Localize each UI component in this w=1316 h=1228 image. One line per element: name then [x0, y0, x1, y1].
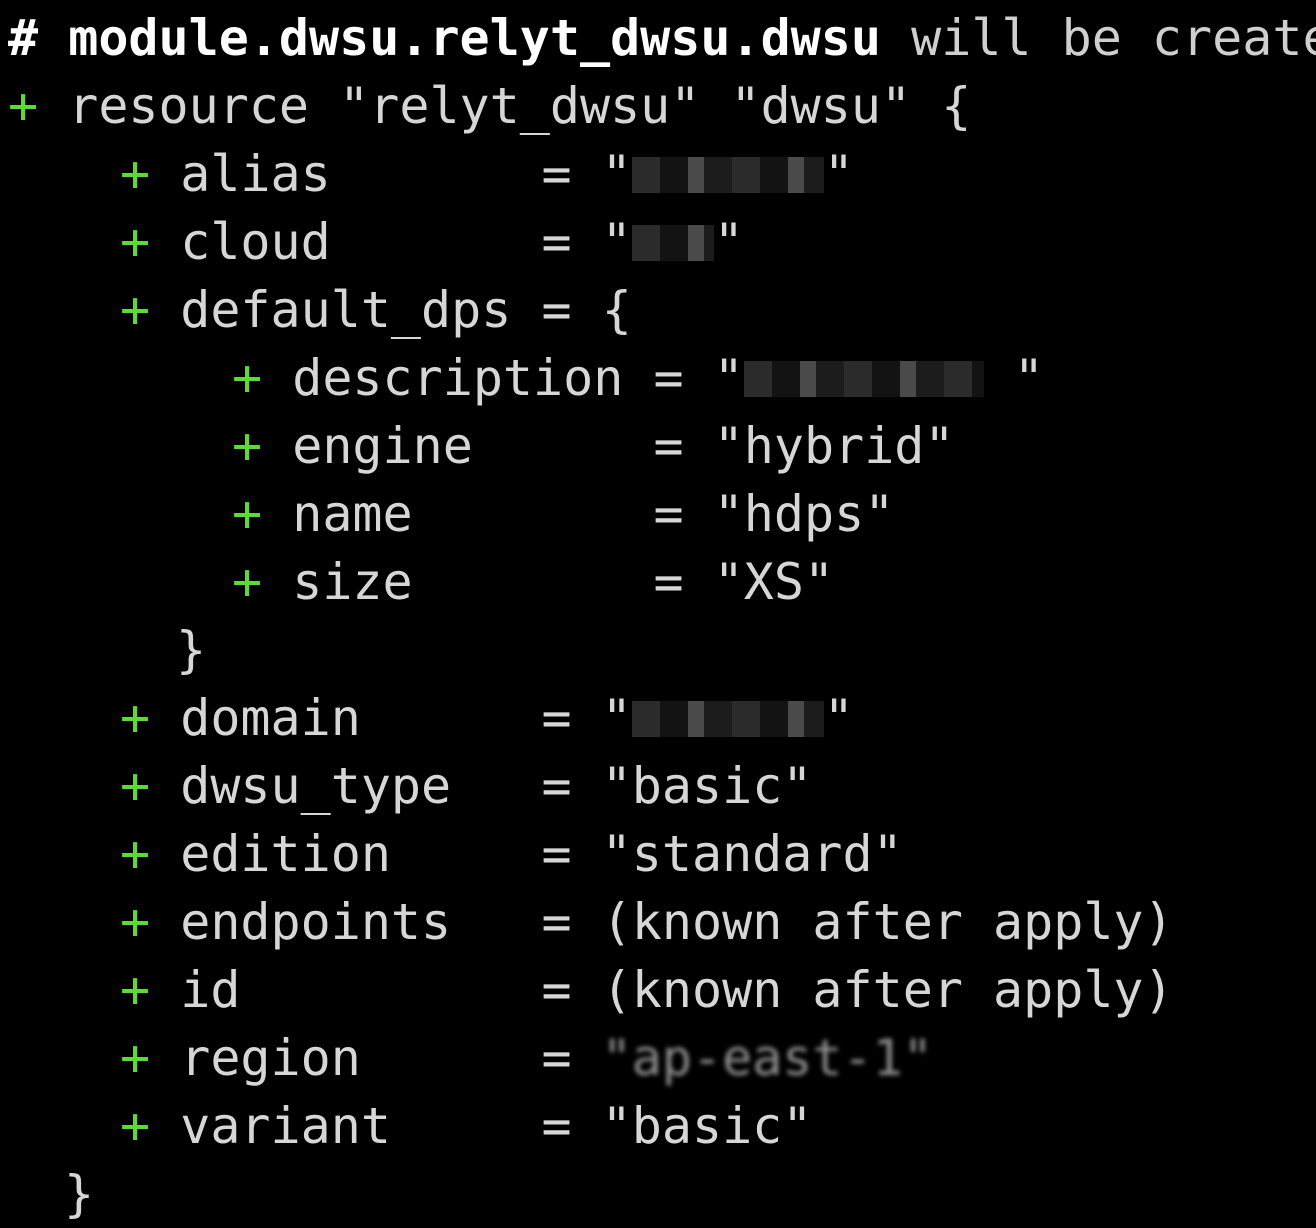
quote-close: " [823, 689, 854, 747]
attr-key: description [292, 349, 624, 407]
plus-marker: + [8, 77, 39, 135]
redacted-value [631, 700, 824, 737]
plus-marker: + [232, 553, 263, 611]
attr-key: size [292, 553, 413, 611]
attr-eq: = [653, 349, 684, 407]
attr-value: "basic" [601, 1097, 813, 1155]
redacted-value [631, 224, 714, 261]
attr-key: id [180, 961, 241, 1019]
attr-key: domain [180, 689, 361, 747]
attr-key: variant [180, 1097, 391, 1155]
block-close-resource: } [64, 1165, 95, 1223]
attr-eq: = [653, 417, 684, 475]
attr-value: (known after apply) [601, 893, 1174, 951]
attr-engine: + engine = "hybrid" [232, 412, 955, 480]
block-close-default-dps: } [176, 621, 207, 679]
plus-marker: + [120, 281, 151, 339]
attr-key: name [292, 485, 413, 543]
quote-open: " [601, 213, 632, 271]
plus-marker: + [120, 145, 151, 203]
attr-key: default_dps [180, 281, 512, 339]
quote-open: " [713, 349, 744, 407]
attr-key: endpoints [180, 893, 452, 951]
quote-open: " [601, 689, 632, 747]
attr-eq: = [541, 689, 572, 747]
attr-edition: + edition = "standard" [120, 820, 903, 888]
attr-variant: + variant = "basic" [120, 1092, 812, 1160]
plus-marker: + [120, 757, 151, 815]
plus-marker: + [120, 825, 151, 883]
attr-value: (known after apply) [601, 961, 1174, 1019]
plus-marker: + [120, 213, 151, 271]
attr-eq: = [541, 1029, 572, 1087]
attr-id: + id = (known after apply) [120, 956, 1174, 1024]
attr-eq: = [541, 145, 572, 203]
attr-eq: = [541, 281, 572, 339]
quote-close: " [823, 145, 854, 203]
resource-address: module.dwsu.relyt_dwsu.dwsu [68, 9, 881, 67]
block-open: { [601, 281, 632, 339]
attr-eq: = [541, 893, 572, 951]
attr-eq: = [541, 1097, 572, 1155]
attr-region: + region = "ap-east-1" [120, 1024, 933, 1092]
attr-key: engine [292, 417, 473, 475]
plus-marker: + [120, 1097, 151, 1155]
plus-marker: + [120, 961, 151, 1019]
plus-marker: + [120, 689, 151, 747]
attr-description: + description = " " [232, 344, 1044, 412]
attr-value: "standard" [601, 825, 903, 883]
attr-value: "XS" [713, 553, 835, 611]
plus-marker: + [232, 417, 263, 475]
attr-value: "hdps" [713, 485, 895, 543]
plus-marker: + [232, 485, 263, 543]
plan-action: will be created [911, 9, 1316, 67]
resource-line: + resource "relyt_dwsu" "dwsu" { [8, 72, 971, 140]
plus-marker: + [120, 1029, 151, 1087]
hash-mark: # [8, 9, 39, 67]
attr-eq: = [541, 213, 572, 271]
attr-dwsu-type: + dwsu_type = "basic" [120, 752, 812, 820]
attr-eq: = [653, 553, 684, 611]
quote-close: " [1013, 349, 1045, 407]
attr-cloud: + cloud = " " [120, 208, 744, 276]
attr-domain: + domain = " " [120, 684, 854, 752]
attr-eq: = [541, 825, 572, 883]
attr-eq: = [541, 961, 572, 1019]
attr-default-dps: + default_dps = { [120, 276, 632, 344]
attr-key: cloud [180, 213, 331, 271]
attr-value: "basic" [601, 757, 813, 815]
quote-close: " [713, 213, 744, 271]
plan-header-line: # module.dwsu.relyt_dwsu.dwsu will be cr… [8, 4, 1316, 72]
attr-value: "ap-east-1" [601, 1029, 933, 1087]
attr-key: alias [180, 145, 331, 203]
plus-marker: + [232, 349, 263, 407]
attr-size: + size = "XS" [232, 548, 834, 616]
attr-eq: = [653, 485, 684, 543]
attr-alias: + alias = " " [120, 140, 854, 208]
attr-endpoints: + endpoints = (known after apply) [120, 888, 1174, 956]
redacted-value [743, 360, 984, 397]
plus-marker: + [120, 893, 151, 951]
attr-name: + name = "hdps" [232, 480, 894, 548]
attr-key: edition [180, 825, 391, 883]
attr-key: region [180, 1029, 361, 1087]
quote-open: " [601, 145, 632, 203]
redacted-value [631, 156, 824, 193]
resource-declaration: resource "relyt_dwsu" "dwsu" { [68, 77, 972, 135]
attr-key: dwsu_type [180, 757, 452, 815]
attr-value: "hybrid" [713, 417, 955, 475]
attr-eq: = [541, 757, 572, 815]
